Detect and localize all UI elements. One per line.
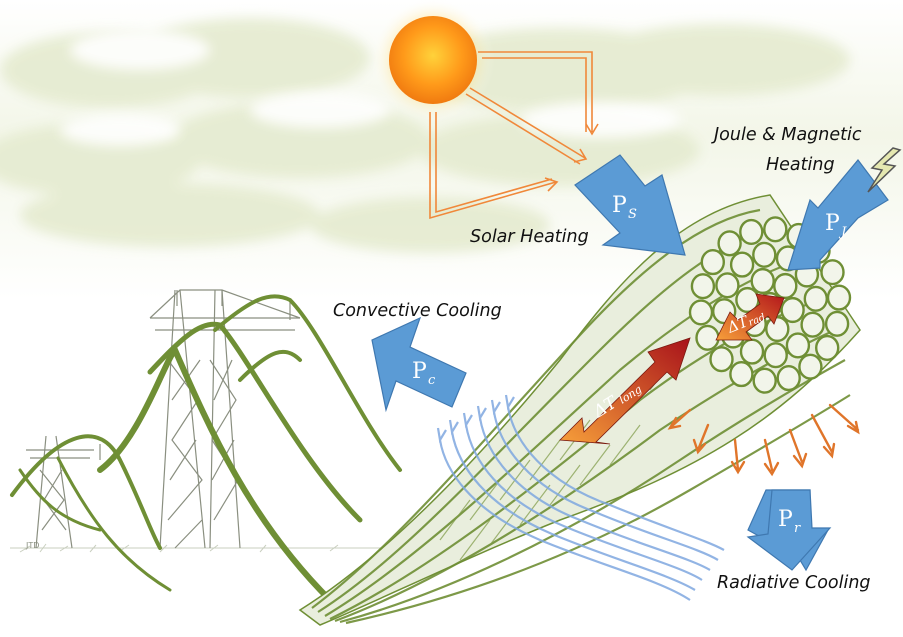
- radiative-heat-arrows: [667, 403, 860, 477]
- convective-power-arrow: P c: [371, 316, 467, 413]
- cable-strand: [739, 218, 764, 245]
- cable-strand: [765, 315, 790, 343]
- cable-strand: [824, 310, 850, 337]
- conductor-spans: [10, 294, 402, 603]
- cable-strand: [773, 272, 798, 300]
- cable-strand: [785, 332, 811, 359]
- cable-strand: [826, 284, 852, 311]
- cable-strand: [752, 241, 777, 268]
- cable-strand: [800, 311, 825, 338]
- cable-strand: [709, 346, 734, 373]
- convective-airflow-lines: [436, 394, 725, 601]
- cable-strand: [688, 299, 714, 326]
- cable-strand: [776, 365, 801, 392]
- solar-power-arrow: P S: [574, 154, 686, 256]
- joule-heating-label-line2: Heating: [766, 155, 835, 175]
- radiative-power-symbol: P: [778, 507, 793, 532]
- joule-power-arrow: P J: [787, 159, 889, 271]
- ground: [10, 543, 440, 553]
- convective-power-symbol: P: [412, 359, 427, 384]
- joule-heating-label-line1: Joule & Magnetic: [711, 125, 862, 145]
- solar-heating-label: Solar Heating: [470, 227, 589, 247]
- joule-power-subscript: J: [838, 225, 847, 240]
- cable-strand: [803, 285, 828, 312]
- cable-strand: [750, 267, 775, 295]
- joule-power-symbol: P: [825, 211, 840, 236]
- cable-strand: [715, 272, 740, 299]
- cable-strand: [729, 361, 754, 388]
- cable-strand: [739, 338, 765, 365]
- cable-strand: [780, 296, 805, 324]
- convective-cooling-label: Convective Cooling: [333, 301, 502, 321]
- cable-strand: [798, 353, 823, 380]
- cable-strand: [752, 367, 777, 394]
- cable-strand: [820, 259, 845, 286]
- solar-power-subscript: S: [628, 207, 637, 222]
- radiative-power-subscript: r: [794, 521, 801, 536]
- signature-initials: JTD: [25, 541, 39, 550]
- cable-strand: [763, 342, 788, 369]
- cable-strand: [690, 273, 716, 300]
- solar-power-symbol: P: [612, 193, 627, 218]
- cable-strand: [729, 251, 755, 278]
- lightning-bolt-icon: [867, 147, 902, 193]
- sun: [371, 0, 495, 122]
- cable-strand: [815, 334, 840, 361]
- convective-power-subscript: c: [428, 373, 436, 388]
- cable-strand: [700, 249, 725, 276]
- cable-strand: [763, 216, 788, 243]
- cable-strand: [717, 230, 742, 257]
- radiative-power-arrow: P r: [746, 489, 832, 572]
- cable-strand: [695, 324, 720, 351]
- solar-rays: [429, 51, 599, 220]
- radiative-cooling-label: Radiative Cooling: [717, 573, 871, 593]
